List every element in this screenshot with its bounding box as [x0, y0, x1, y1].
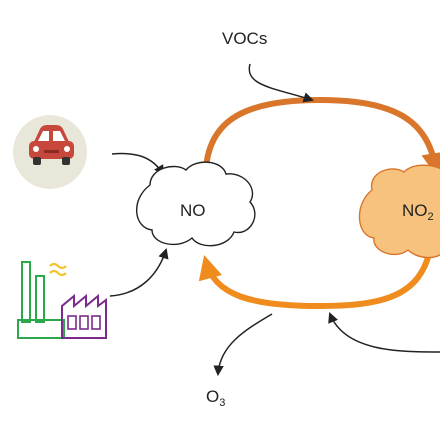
- no2-cloud: [358, 164, 440, 259]
- car-to-no-arrow: [111, 152, 165, 176]
- vocs-label: VOCs: [222, 29, 267, 48]
- vocs-arrow: [248, 63, 314, 103]
- factory-to-no-arrow: [109, 248, 169, 297]
- right-input-arrow: [328, 312, 440, 353]
- car-icon: [13, 115, 87, 189]
- cycle-arrow-bottom: [198, 247, 433, 310]
- o3-label: O3: [206, 387, 225, 409]
- cycle-arrow-top: [203, 96, 440, 178]
- no-cloud: [135, 161, 256, 247]
- no2-label: NO2: [402, 201, 434, 223]
- o3-arrow: [213, 313, 273, 377]
- factory-icon: [17, 261, 107, 339]
- no-label: NO: [180, 201, 206, 220]
